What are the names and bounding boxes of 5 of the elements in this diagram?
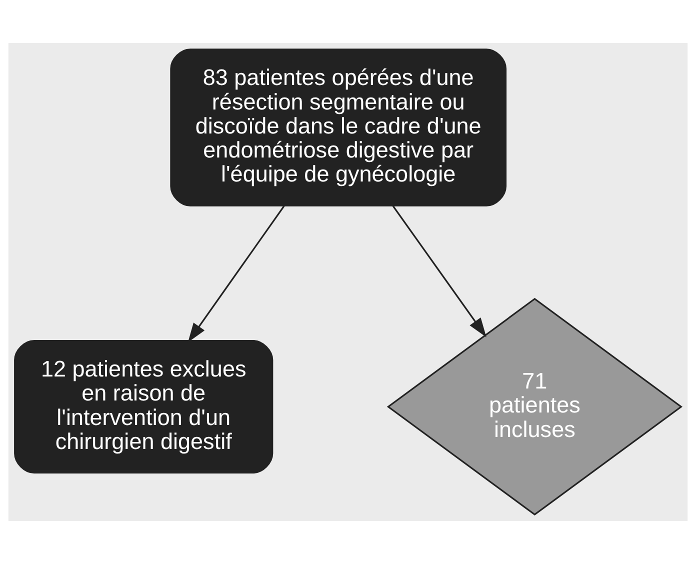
node-box: 12 patientes exclues en raison de l'intervention d'un chirurgien digestif bbox=[14, 339, 274, 474]
node-diamond: 71 patientes incluses bbox=[386, 297, 682, 516]
node-box: 83 patientes opérées d'une résection segmentaire ou discoïde dans le cadre d'une endométriose digestive par l'équipe de gynécologie bbox=[170, 48, 507, 206]
arrow bbox=[392, 205, 486, 337]
arrow bbox=[188, 205, 285, 342]
